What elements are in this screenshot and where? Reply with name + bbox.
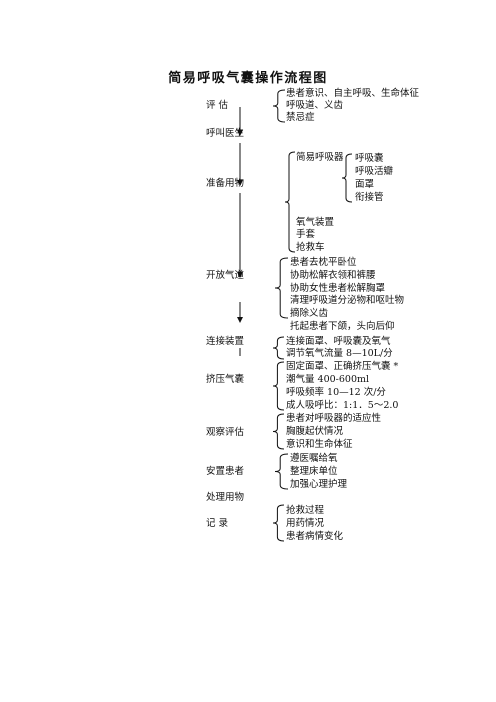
detail-observe-1: 患者对呼吸器的适应性 [286, 413, 382, 424]
brace-resuscitator [341, 153, 353, 203]
detail-prepare-3: 手套 [296, 229, 316, 240]
detail-squeeze-4: 成人吸呼比：1:1．5～2.0 [286, 400, 399, 411]
detail-prepare-2: 氧气装置 [296, 217, 335, 228]
detail-observe-3: 意识和生命体征 [286, 439, 353, 450]
detail-airway-4: 清理呼吸道分泌物和呕吐物 [290, 295, 405, 306]
brace-airway [274, 257, 289, 319]
detail-assess-3: 禁忌症 [286, 112, 315, 123]
step-label-observe: 观察评估 [206, 427, 245, 438]
brace-squeeze [272, 361, 285, 411]
arrow-assess-to-call-head [237, 130, 243, 136]
detail-resuscitator-1: 呼吸囊 [355, 153, 384, 164]
arrow-prepare-to-airway-head [237, 272, 243, 278]
detail-position-2: 整理床单位 [290, 466, 338, 477]
step-label-call-doctor: 呼叫医生 [206, 128, 245, 139]
arrow-airway-to-connect-head [237, 317, 243, 323]
step-label-position: 安置患者 [206, 466, 245, 477]
detail-resuscitator-4: 衔接管 [355, 192, 384, 203]
detail-resuscitator-2: 呼吸活瓣 [355, 166, 394, 177]
detail-prepare-1: 简易呼吸器 [296, 152, 344, 163]
step-label-dispose: 处理用物 [206, 492, 245, 503]
page-title: 简易呼吸气囊操作流程图 [168, 71, 328, 86]
detail-prepare-4: 抢救车 [296, 242, 325, 253]
detail-airway-3: 协助女性患者松解胸罩 [290, 283, 386, 294]
detail-airway-5: 摘除义齿 [290, 308, 329, 319]
detail-record-2: 用药情况 [286, 518, 325, 529]
detail-observe-2: 胸腹起伏情况 [286, 426, 344, 437]
brace-position [274, 453, 289, 490]
step-label-prepare: 准备用物 [206, 178, 245, 189]
detail-connect-2: 调节氧气流量 8—10L/分 [286, 348, 393, 359]
detail-squeeze-2: 潮气量 400-600ml [286, 374, 370, 385]
detail-connect-1: 连接面罩、呼吸囊及氧气 [286, 336, 391, 347]
brace-prepare [284, 151, 296, 253]
step-label-open-airway: 开放气道 [206, 270, 245, 281]
detail-airway-2: 协助松解衣领和裤腰 [290, 270, 376, 281]
detail-record-3: 患者病情变化 [286, 531, 344, 542]
detail-record-1: 抢救过程 [286, 505, 325, 516]
detail-position-3: 加强心理护理 [290, 479, 348, 490]
detail-squeeze-3: 呼吸频率 10—12 次/分 [286, 387, 386, 398]
brace-connect [272, 336, 285, 360]
step-label-squeeze: 挤压气囊 [206, 374, 245, 385]
detail-assess-2: 呼吸道、义齿 [286, 100, 344, 111]
step-label-record: 记 录 [206, 518, 229, 529]
detail-position-1: 遵医嘱给氧 [290, 453, 338, 464]
detail-airway-1: 患者去枕平卧位 [290, 257, 357, 268]
detail-airway-6: 托起患者下颌，头向后仰 [290, 321, 395, 332]
step-label-connect: 连接装置 [206, 336, 245, 347]
detail-assess-1: 患者意识、自主呼吸、生命体征 [286, 88, 420, 99]
brace-assess [272, 89, 286, 123]
brace-record [272, 504, 285, 542]
step-label-assess: 评 估 [206, 100, 229, 111]
arrow-call-to-prepare-head [237, 180, 243, 186]
brace-observe [272, 413, 285, 450]
detail-resuscitator-3: 面罩 [355, 179, 375, 190]
detail-squeeze-1: 固定面罩、正确挤压气囊 * [286, 361, 399, 372]
